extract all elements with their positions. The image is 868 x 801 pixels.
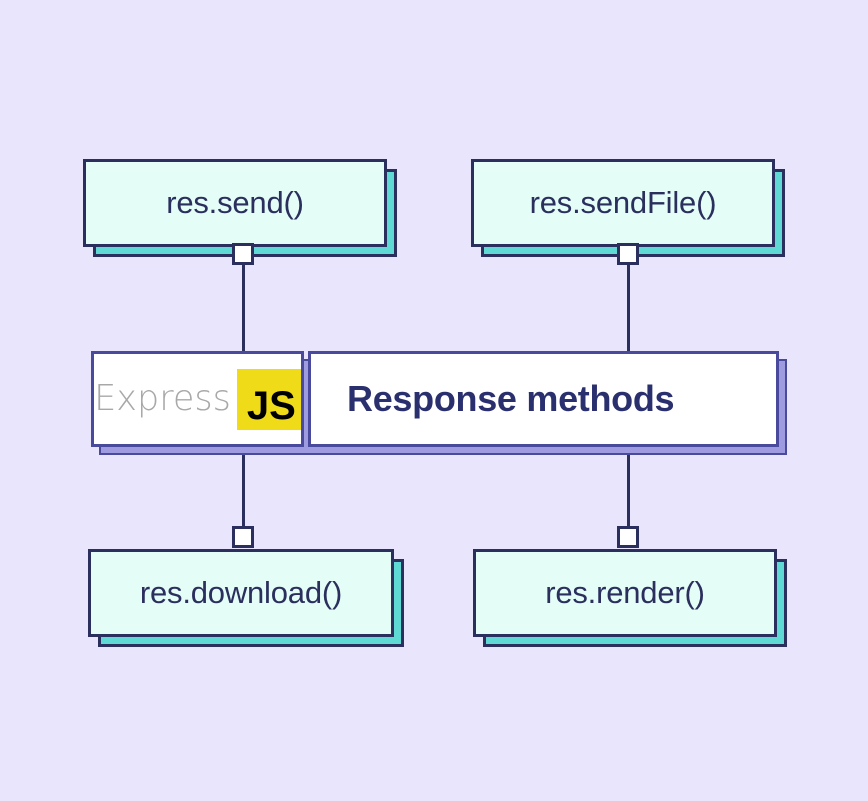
node-res-render[interactable]: res.render() bbox=[473, 549, 787, 647]
connector-node-res-sendfile[interactable] bbox=[617, 243, 639, 265]
center-bar-title-cell: Response methods bbox=[308, 351, 779, 447]
express-logo-cell: Express JS bbox=[91, 351, 304, 447]
connector-line-res-render bbox=[627, 443, 630, 540]
center-bar-face: Express JS Response methods bbox=[91, 351, 779, 447]
center-bar-response-methods[interactable]: Express JS Response methods bbox=[91, 351, 787, 455]
node-face: res.sendFile() bbox=[471, 159, 775, 247]
node-label: res.send() bbox=[166, 185, 304, 220]
connector-node-res-send[interactable] bbox=[232, 243, 254, 265]
node-res-download[interactable]: res.download() bbox=[88, 549, 404, 647]
node-label: res.sendFile() bbox=[529, 185, 717, 220]
node-res-sendfile[interactable]: res.sendFile() bbox=[471, 159, 785, 257]
node-res-send[interactable]: res.send() bbox=[83, 159, 397, 257]
page-title: Response methods bbox=[347, 378, 675, 419]
connector-line-res-download bbox=[242, 443, 245, 540]
node-face: res.render() bbox=[473, 549, 777, 637]
js-badge-label: JS bbox=[246, 383, 296, 428]
node-label: res.render() bbox=[545, 575, 705, 610]
expressjs-logo-icon: Express JS bbox=[94, 368, 301, 430]
connector-line-res-send bbox=[242, 250, 245, 355]
connector-line-res-sendfile bbox=[627, 250, 630, 355]
js-badge-icon: JS bbox=[236, 368, 301, 430]
connector-node-res-download[interactable] bbox=[232, 526, 254, 548]
node-face: res.download() bbox=[88, 549, 394, 637]
connector-node-res-render[interactable] bbox=[617, 526, 639, 548]
node-label: res.download() bbox=[139, 575, 343, 610]
node-face: res.send() bbox=[83, 159, 387, 247]
express-wordmark: Express bbox=[94, 378, 231, 419]
